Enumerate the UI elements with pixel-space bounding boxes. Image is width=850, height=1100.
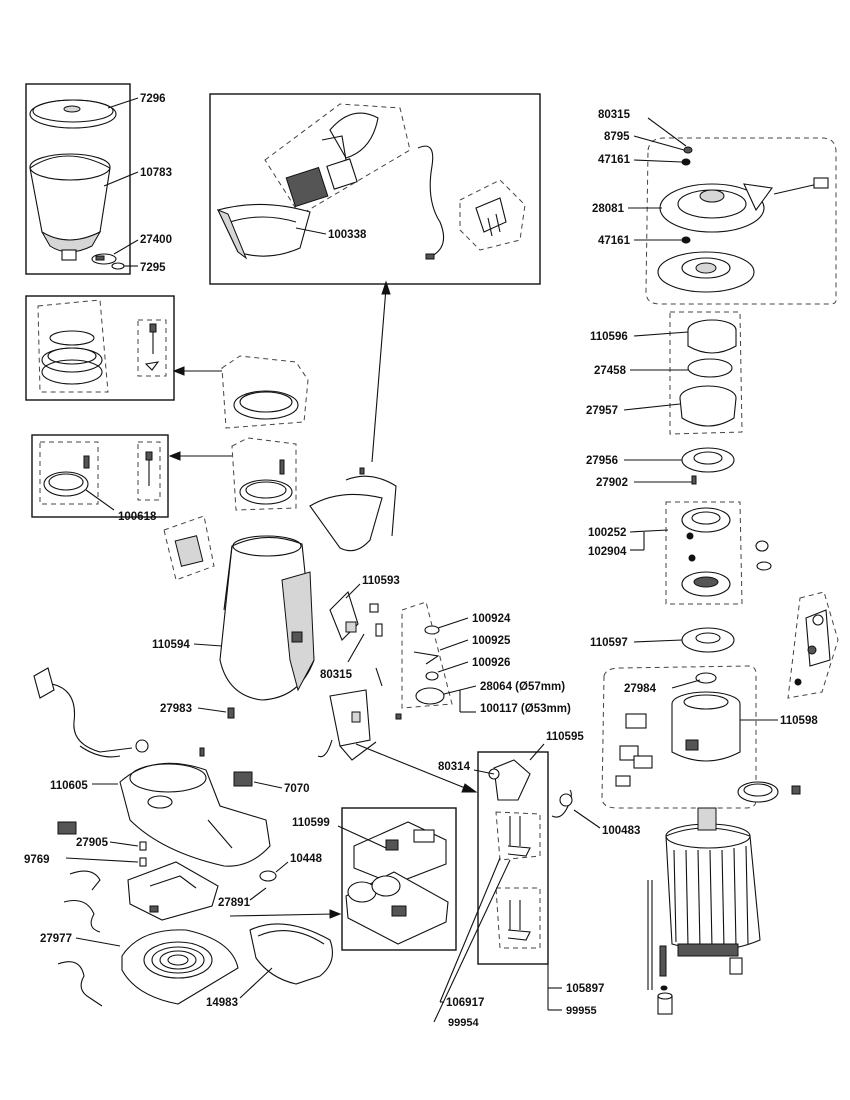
label-10783: 10783 <box>140 167 172 179</box>
housing-110594 <box>193 535 315 701</box>
label-100618: 100618 <box>118 511 157 523</box>
label-7295: 7295 <box>140 262 166 274</box>
label-110597: 110597 <box>590 637 628 649</box>
motor-housing-110598 <box>601 665 778 809</box>
label-10448: 10448 <box>290 853 323 865</box>
center-rings <box>163 355 309 581</box>
spout-part <box>309 467 397 552</box>
label-27902: 27902 <box>596 477 628 489</box>
control-panel-assembly <box>209 93 541 285</box>
label-100926: 100926 <box>472 657 510 669</box>
pcb-plate <box>127 861 219 921</box>
label-47161-a: 47161 <box>598 154 631 166</box>
label-27984: 27984 <box>624 683 657 695</box>
label-102904: 102904 <box>588 546 627 558</box>
label-99955: 99955 <box>566 1005 597 1017</box>
power-cord <box>33 667 149 758</box>
label-100252: 100252 <box>588 527 626 539</box>
base-110605 <box>92 747 271 867</box>
label-28064: 28064 (Ø57mm) <box>480 681 565 693</box>
label-27956: 27956 <box>586 455 618 467</box>
label-110605: 110605 <box>50 780 88 792</box>
label-7296: 7296 <box>140 93 166 105</box>
motor-bracket-right <box>787 591 839 699</box>
drip-tray-14983 <box>239 923 333 999</box>
label-105897: 105897 <box>566 983 604 995</box>
callout-arrows <box>168 280 478 919</box>
pcb-box-110599 <box>337 807 457 951</box>
label-99954: 99954 <box>448 1017 479 1029</box>
label-110596: 110596 <box>590 331 628 343</box>
label-110598: 110598 <box>780 715 818 727</box>
label-27957: 27957 <box>586 405 618 417</box>
label-27905: 27905 <box>76 837 109 849</box>
label-27983: 27983 <box>160 703 192 715</box>
motor <box>647 807 761 1015</box>
label-28081: 28081 <box>592 203 625 215</box>
label-47161-b: 47161 <box>598 235 631 247</box>
label-80314: 80314 <box>438 761 471 773</box>
bottom-plate-27977 <box>75 929 239 1005</box>
part-110593 <box>329 583 383 687</box>
label-14983: 14983 <box>206 997 238 1009</box>
label-9769: 9769 <box>24 854 50 866</box>
label-80315-center: 80315 <box>320 669 353 681</box>
left-small-parts <box>57 821 147 1007</box>
burr-stack <box>623 311 772 653</box>
label-110594: 110594 <box>152 639 190 651</box>
sensor-box-105897 <box>433 743 601 1023</box>
label-110595: 110595 <box>546 731 584 743</box>
label-80315-top: 80315 <box>598 109 631 121</box>
sensor-bracket <box>317 689 402 761</box>
adjust-ring-assembly <box>628 117 837 305</box>
label-8795: 8795 <box>604 131 630 143</box>
label-27458: 27458 <box>594 365 627 377</box>
ring-100618-box <box>31 434 169 518</box>
label-100338: 100338 <box>328 229 367 241</box>
label-106917: 106917 <box>446 997 484 1009</box>
bean-weight-group <box>401 601 477 713</box>
label-100925: 100925 <box>472 635 511 647</box>
label-100924: 100924 <box>472 613 511 625</box>
label-27977: 27977 <box>40 933 72 945</box>
label-110599: 110599 <box>292 817 330 829</box>
hopper-assembly <box>25 83 139 275</box>
label-27400: 27400 <box>140 234 172 246</box>
label-110593: 110593 <box>362 575 400 587</box>
label-27891: 27891 <box>218 897 251 909</box>
label-100117: 100117 (Ø53mm) <box>480 703 571 715</box>
ring-assembly-box <box>25 295 175 401</box>
label-100483: 100483 <box>602 825 640 837</box>
label-7070: 7070 <box>284 783 310 795</box>
